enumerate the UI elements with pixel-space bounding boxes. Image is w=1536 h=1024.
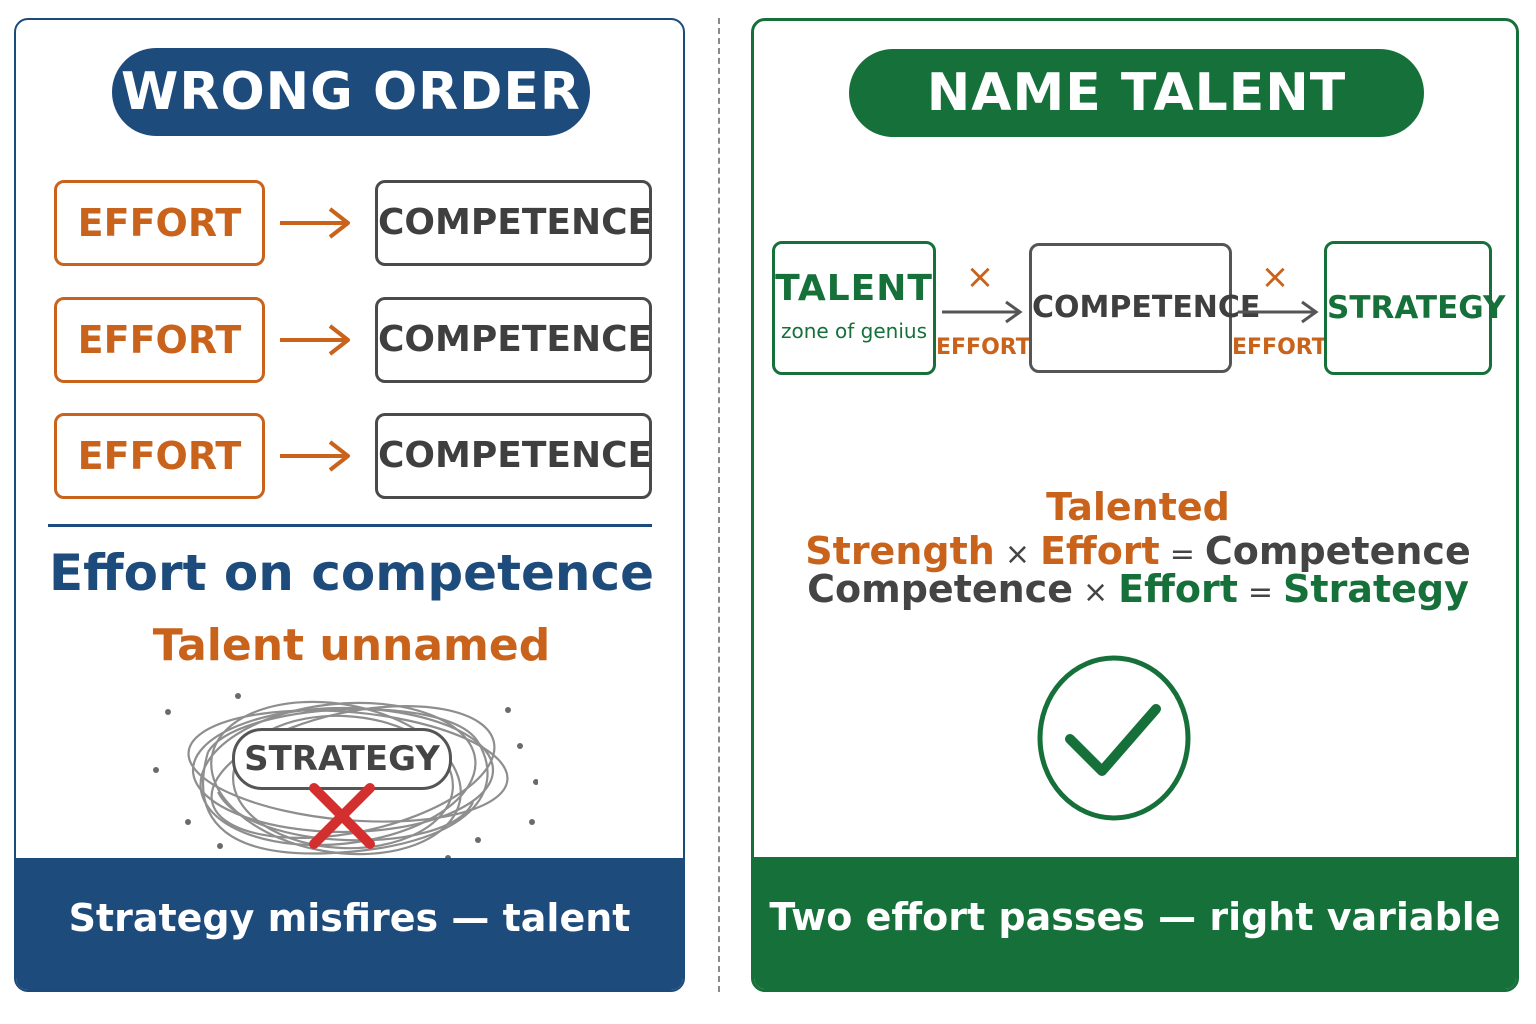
effort-tag-2: EFFORT — [1232, 335, 1327, 360]
eq2-term-c: Strategy — [1283, 567, 1469, 611]
left-footer-banner: Strategy misfires — talent unnamed — [16, 858, 683, 990]
competence-box-2: COMPETENCE — [375, 297, 652, 383]
equation-1: Talented Strength× Effort = Competence — [754, 485, 1516, 573]
section-rule — [48, 524, 652, 527]
arrow-right-icon — [1238, 300, 1319, 324]
right-footer-banner: Two effort passes — right variable each … — [754, 857, 1516, 989]
eq1-op-times: × — [1004, 537, 1030, 572]
effort-tag-1: EFFORT — [936, 335, 1031, 360]
name-talent-first-title: NAME TALENT FIRST — [849, 49, 1424, 211]
name-talent-first-panel: NAME TALENT FIRST TALENT zone of genius … — [751, 18, 1519, 992]
competence-box: COMPETENCE — [1029, 243, 1260, 373]
arrow-right-icon — [280, 440, 350, 472]
misfire-strategy-label: STRATEGY — [232, 728, 452, 790]
eq1-term-a: Talented Strength — [805, 485, 1230, 573]
effort-box-2: EFFORT — [54, 297, 265, 383]
eq2-term-a: Competence — [807, 567, 1073, 611]
competence-box-1: COMPETENCE — [375, 180, 652, 266]
scribble-tangle-icon — [153, 693, 538, 861]
wrong-order-panel: WRONG ORDER EFFORT COMPETENCE EFFORT COM… — [14, 18, 685, 992]
eq2-op-equals: = — [1247, 575, 1274, 610]
competence-box-3: COMPETENCE — [375, 413, 652, 499]
equation-2: Competence × Effort = Strategy — [754, 567, 1516, 611]
eq1-term-b: Effort — [1039, 529, 1160, 573]
effort-box-3: EFFORT — [54, 413, 265, 499]
arrow-right-icon — [942, 300, 1023, 324]
multiplier-2: × — [1260, 257, 1290, 297]
eq1-op-equals: = — [1169, 537, 1195, 572]
talent-sublabel: zone of genius — [780, 319, 928, 343]
eq1-term-c: Competence — [1204, 529, 1471, 573]
arrow-right-icon — [280, 207, 350, 239]
eq2-op-times: × — [1082, 575, 1109, 610]
left-headline: Effort on competence — [48, 544, 655, 602]
talent-box: TALENT zone of genius — [772, 241, 936, 375]
checkmark-circle-icon — [1037, 655, 1191, 821]
talent-label: TALENT — [775, 268, 933, 309]
multiplier-1: × — [965, 257, 995, 297]
effort-box-1: EFFORT — [54, 180, 265, 266]
wrong-order-title: WRONG ORDER — [112, 48, 590, 136]
eq2-term-b: Effort — [1118, 567, 1238, 611]
red-x-icon — [309, 783, 375, 849]
arrow-right-icon — [280, 324, 350, 356]
left-subline: Talent unnamed — [152, 620, 551, 671]
strategy-box: STRATEGY — [1324, 241, 1505, 375]
panel-divider — [718, 18, 720, 992]
